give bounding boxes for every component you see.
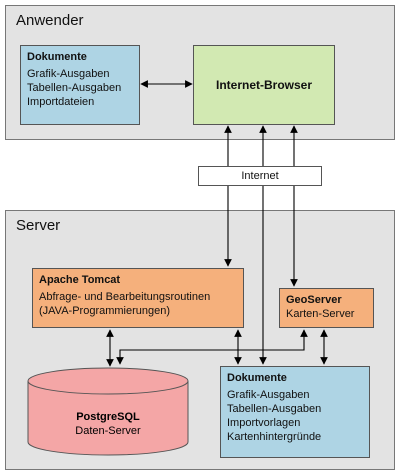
server-dokumente-line: Grafik-Ausgaben	[227, 389, 310, 401]
anwender-dokumente-line: Importdateien	[27, 96, 95, 108]
anwender-dokumente-title: Dokumente	[27, 51, 87, 63]
apache-tomcat-line: Abfrage- und Bearbeitungsroutinen	[39, 291, 211, 303]
anwender-dokumente-box: Dokumente Grafik-Ausgaben Tabellen-Ausga…	[20, 45, 140, 125]
geoserver-box: GeoServer Karten-Server	[279, 288, 374, 328]
geoserver-subtitle: Karten-Server	[286, 308, 355, 320]
arrow-geoserver-postgres	[116, 329, 308, 365]
internet-box: Internet	[198, 166, 322, 186]
anwender-dokumente-line: Grafik-Ausgaben	[27, 68, 110, 80]
anwender-dokumente-line: Tabellen-Ausgaben	[27, 82, 122, 94]
postgres-cylinder-shape	[27, 367, 189, 456]
anwender-title: Anwender	[16, 12, 84, 29]
server-title: Server	[16, 217, 61, 234]
server-dokumente-box: Dokumente Grafik-Ausgaben Tabellen-Ausga…	[220, 366, 370, 458]
apache-tomcat-line: (JAVA-Programmierungen)	[39, 305, 171, 317]
apache-tomcat-box: Apache Tomcat Abfrage- und Bearbeitungsr…	[32, 268, 244, 328]
postgres-label-group: PostgreSQL Daten-Server	[28, 410, 188, 438]
internet-label: Internet	[241, 170, 279, 182]
server-dokumente-title: Dokumente	[227, 372, 287, 384]
server-dokumente-line: Importvorlagen	[227, 417, 301, 429]
postgres-subtitle: Daten-Server	[75, 425, 141, 437]
server-dokumente-line: Kartenhintergründe	[227, 431, 322, 443]
apache-tomcat-title: Apache Tomcat	[39, 274, 121, 286]
internet-browser-title: Internet-Browser	[215, 78, 313, 92]
server-dokumente-line: Tabellen-Ausgaben	[227, 403, 322, 415]
geoserver-title: GeoServer	[286, 294, 342, 306]
internet-browser-box: Internet-Browser	[193, 45, 335, 125]
postgres-title: PostgreSQL	[76, 411, 140, 423]
